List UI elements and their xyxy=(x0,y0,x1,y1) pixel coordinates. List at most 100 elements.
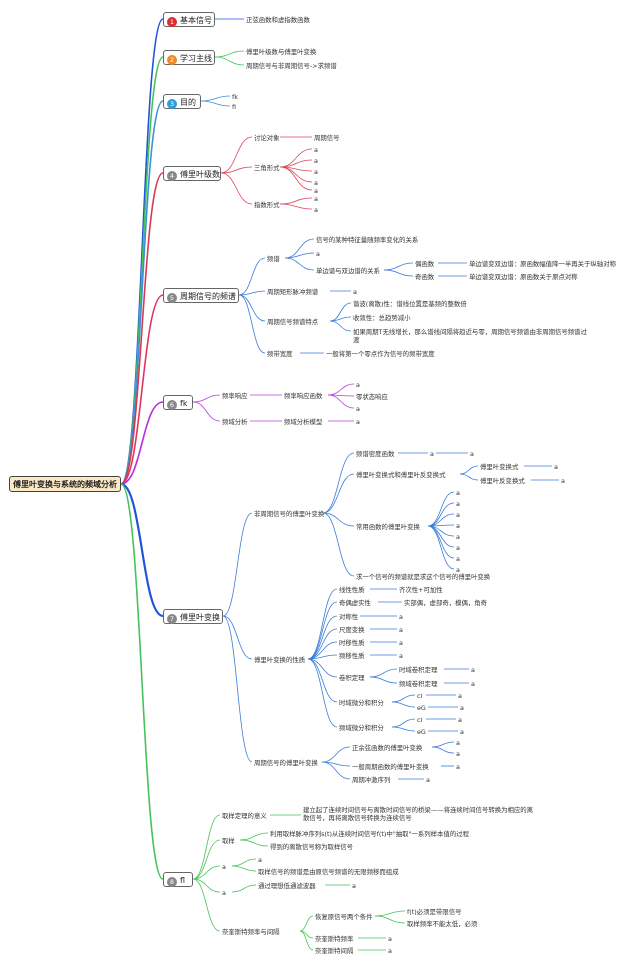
connector xyxy=(222,615,253,763)
topic: 频率响应 xyxy=(222,392,248,400)
topic: 取样信号的频谱是由原信号频谱的无限频移而组成 xyxy=(258,868,399,876)
topic: 周期信号与非周期信号->求频谱 xyxy=(246,62,337,70)
connector xyxy=(192,878,221,932)
connector xyxy=(192,401,221,422)
topic: a xyxy=(353,288,357,296)
topic: 线性性质 xyxy=(339,586,365,594)
topic: 周期信号 xyxy=(314,134,340,142)
connector xyxy=(120,482,164,618)
connector xyxy=(391,718,416,728)
topic: 对称性 xyxy=(339,613,359,621)
topic: 奇偶虚实性 xyxy=(339,599,371,607)
topic: 取样频率不能太低，必须 xyxy=(407,920,478,928)
topic: 一般周期函数的傅里叶变换 xyxy=(352,763,429,771)
topic: 周期信号的傅里叶变换 xyxy=(254,759,318,767)
topic: 零状态响应 xyxy=(356,393,388,401)
topic: a xyxy=(430,450,434,458)
topic: a xyxy=(426,776,430,784)
topic: fk xyxy=(232,93,238,101)
number-badge: 7 xyxy=(167,614,177,624)
connector xyxy=(374,910,406,917)
topic: 一般将第一个零点作为信号的频带宽度 xyxy=(326,350,435,358)
connector xyxy=(459,473,479,481)
connector xyxy=(427,525,455,570)
connector xyxy=(307,628,338,660)
connector xyxy=(327,383,355,396)
topic: 三角形式 xyxy=(254,164,280,172)
connector xyxy=(427,525,455,548)
connector xyxy=(220,136,253,174)
connector xyxy=(238,294,266,322)
topic: eG xyxy=(417,728,426,736)
number-badge: 5 xyxy=(167,293,177,303)
topic: 奈奎斯特频率 xyxy=(315,935,354,943)
topic: 单边谱变双边谱：原函数关于原点对称 xyxy=(469,273,578,281)
connector xyxy=(279,166,313,191)
topic: 傅里叶反变换式 xyxy=(480,477,525,485)
topic: a xyxy=(456,555,460,563)
topic: 尺度变换 xyxy=(339,626,365,634)
root-topic[interactable]: 傅里叶变换与系统的频域分析 xyxy=(9,476,121,492)
connector xyxy=(307,658,338,703)
topic: 齐次性+可加性 xyxy=(399,586,443,594)
topic: 奈奎斯特间隔 xyxy=(315,947,354,955)
topic: 通过理想低通滤波器 xyxy=(258,882,316,890)
topic: 频域卷积定理 xyxy=(399,680,438,688)
connector xyxy=(120,18,164,485)
connector xyxy=(231,884,257,893)
topic: a xyxy=(456,511,460,519)
topic: cl xyxy=(417,692,423,700)
topic: 傅里叶变换式和傅里叶反变换式 xyxy=(356,471,446,479)
connector xyxy=(284,238,315,259)
topic: a xyxy=(456,739,460,747)
topic: 周期信号频谱特点 xyxy=(267,318,319,326)
topic: 得到的离散信号称为取样信号 xyxy=(270,843,354,851)
topic: a xyxy=(456,750,460,758)
connector xyxy=(238,257,266,296)
connector xyxy=(231,858,257,867)
topic: 频谱密度函数 xyxy=(356,450,395,458)
topic: a xyxy=(399,626,403,634)
topic: 频带宽度 xyxy=(267,350,293,358)
topic: a xyxy=(458,692,462,700)
connector xyxy=(329,320,352,332)
connector xyxy=(374,915,406,924)
topic: 实部偶，虚部奇，模偶，角奇 xyxy=(404,599,488,607)
connector xyxy=(238,294,266,354)
topic: a xyxy=(314,146,318,154)
connector xyxy=(307,615,338,660)
topic: a xyxy=(456,763,460,771)
connector xyxy=(322,512,355,577)
connector xyxy=(391,726,416,732)
topic: 恢复原信号两个条件 xyxy=(315,913,373,921)
connector xyxy=(279,203,313,210)
connector xyxy=(321,761,351,780)
connector xyxy=(383,269,414,277)
connector xyxy=(279,159,313,168)
topic: 取样定理的意义 xyxy=(222,812,267,820)
topic: f(t)必须是带限信号 xyxy=(407,908,462,916)
topic: a xyxy=(399,639,403,647)
number-badge: 6 xyxy=(167,400,177,410)
topic: a xyxy=(222,889,226,897)
connector xyxy=(299,915,314,932)
connector xyxy=(391,701,416,708)
topic: a xyxy=(222,863,226,871)
number-badge: 2 xyxy=(167,55,177,65)
topic: a xyxy=(456,489,460,497)
topic: 傅里叶变换的性质 xyxy=(254,656,306,664)
topic: a xyxy=(314,179,318,187)
topic: 建立起了连续时间信号与离散时间信号的桥梁——将连续时间信号转换为相应的离散信号，… xyxy=(303,806,534,822)
topic: 卷积定理 xyxy=(339,674,365,682)
topic: a xyxy=(460,728,464,736)
connector xyxy=(391,694,416,703)
topic: a xyxy=(356,381,360,389)
